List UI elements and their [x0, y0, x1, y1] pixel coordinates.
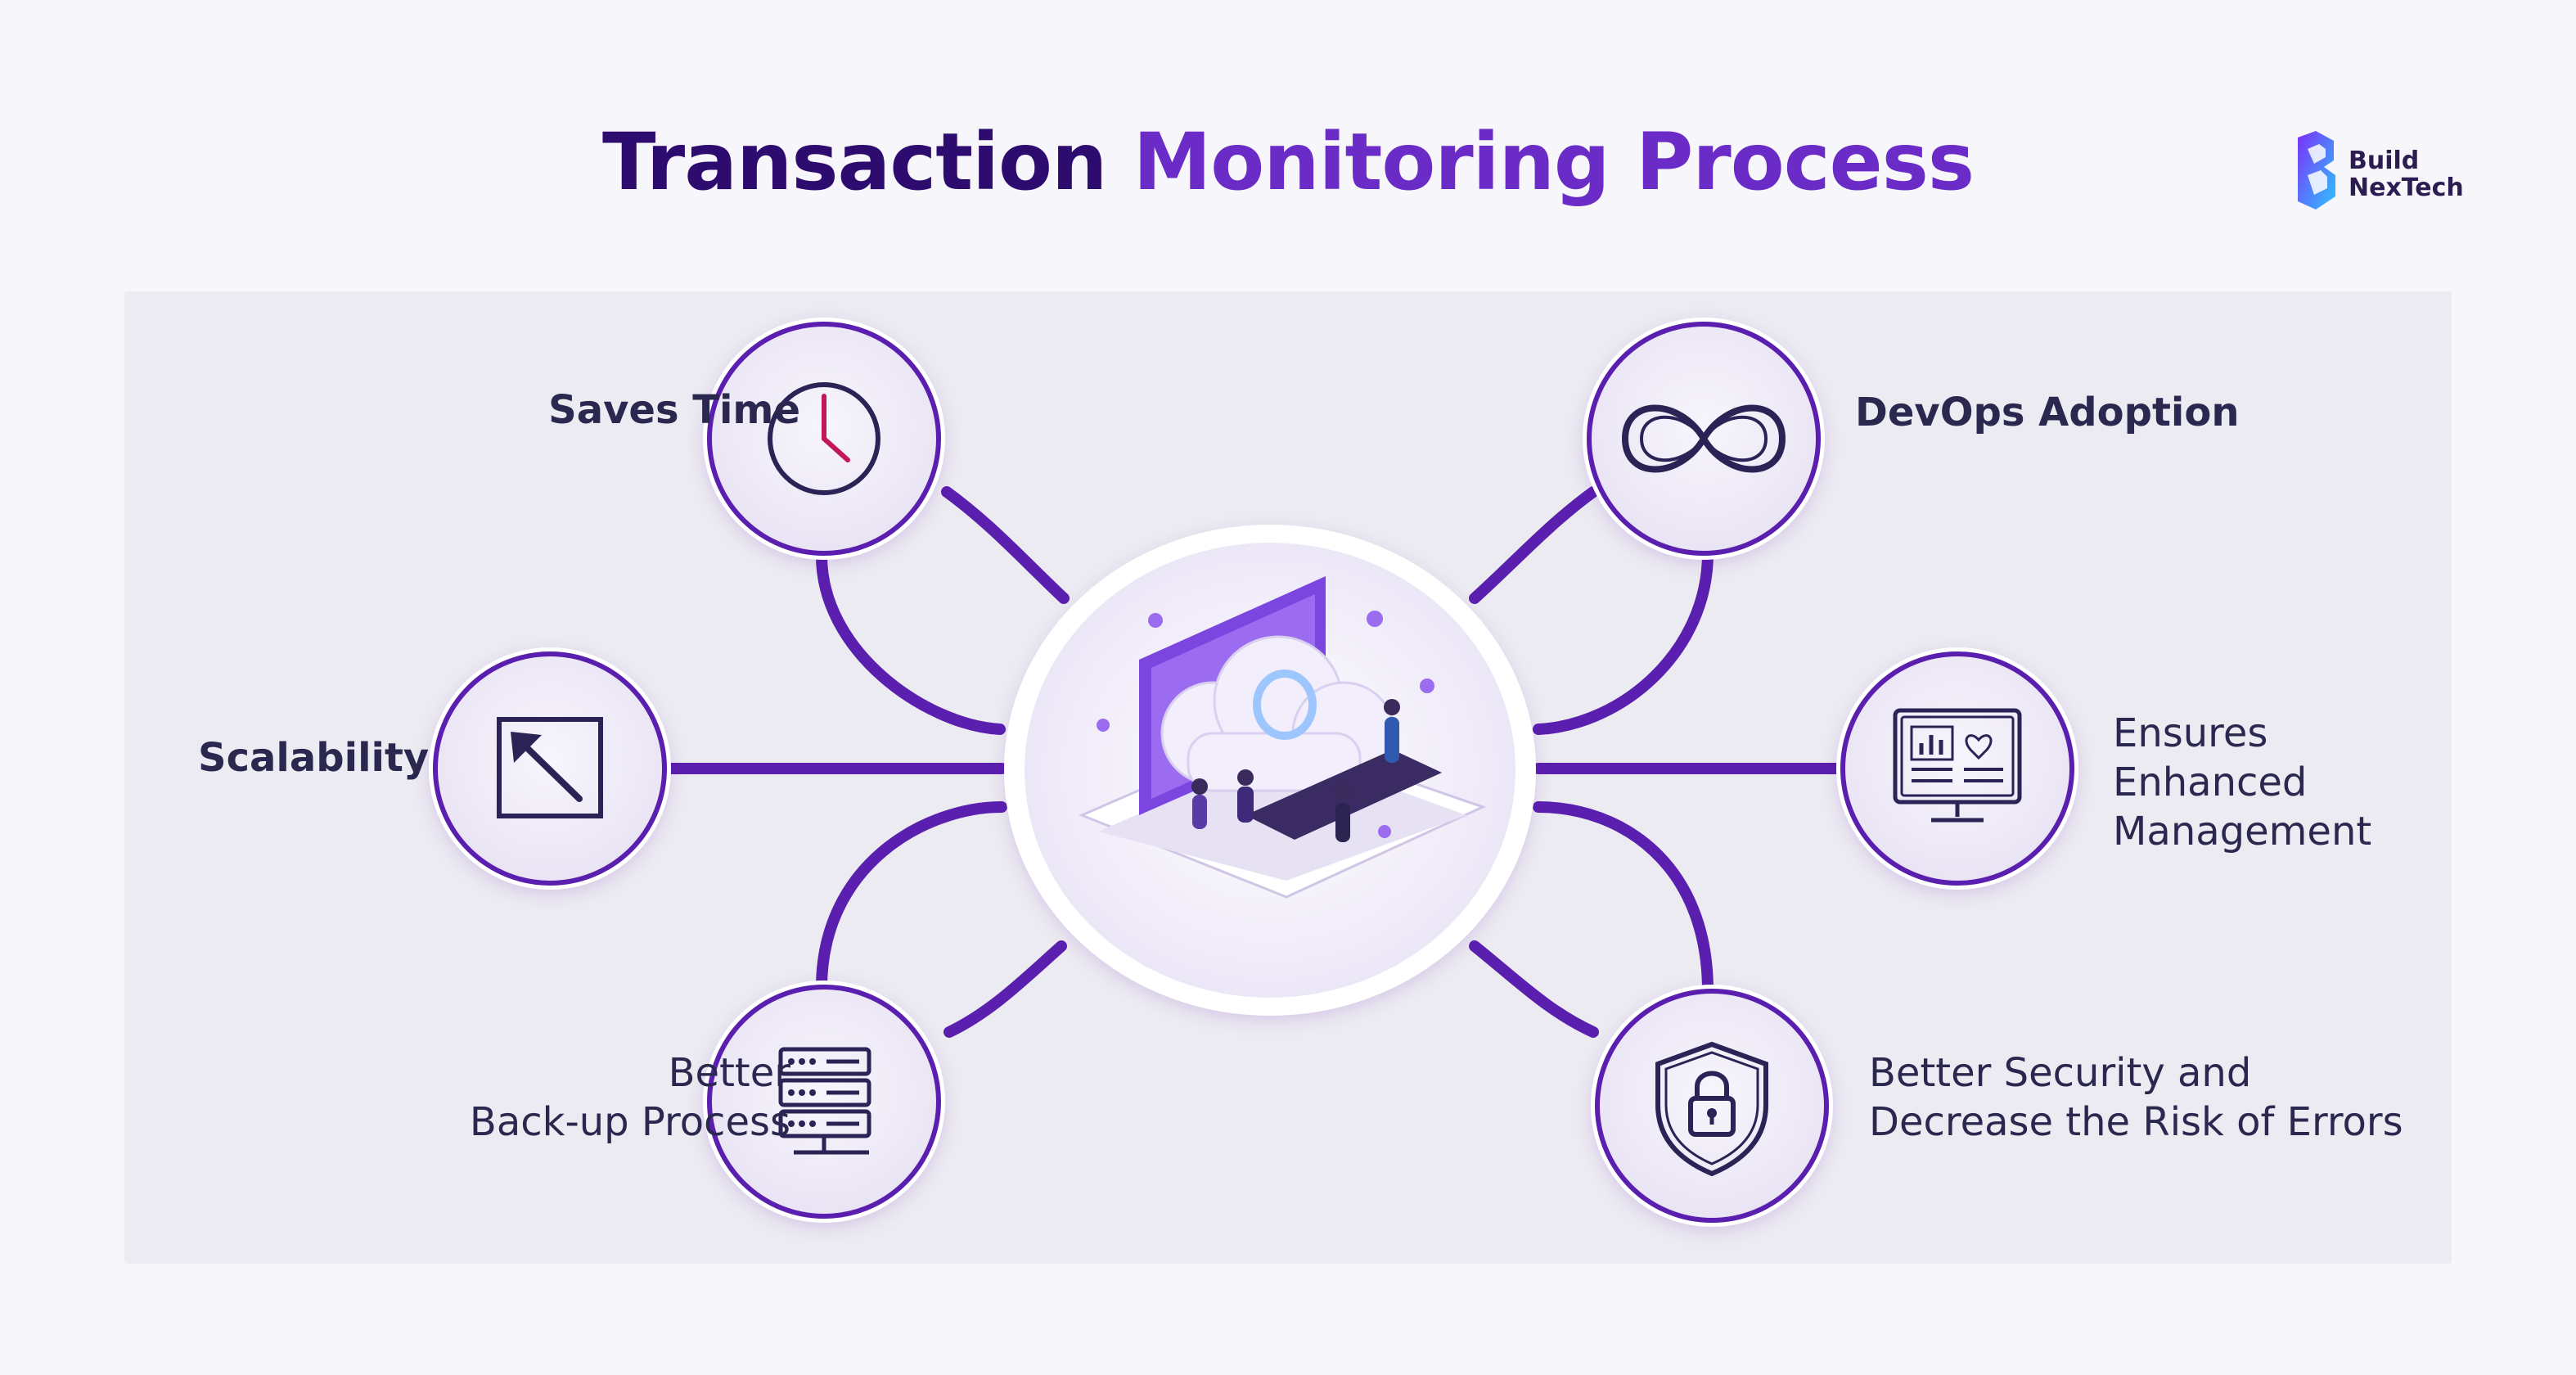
connector-saves-time-loop	[815, 548, 1006, 735]
shield-lock-icon	[1655, 1041, 1768, 1177]
diagonal-arrow-icon	[497, 717, 603, 818]
label-devops: DevOps Adoption	[1855, 388, 2240, 437]
label-line: Enhanced	[2113, 760, 2308, 805]
clock-icon	[768, 382, 880, 495]
process-diagram	[429, 318, 2078, 1227]
label-line: Management	[2113, 809, 2372, 854]
brand-logo[interactable]: Build NexTech	[2291, 131, 2479, 213]
node-scalability[interactable]	[429, 647, 671, 890]
connector-devops	[1469, 486, 1599, 604]
infinity-icon	[1621, 404, 1786, 473]
label-line: Better Security and	[1869, 1050, 2252, 1096]
label-line: DevOps Adoption	[1855, 390, 2240, 435]
node-saves-time[interactable]	[703, 318, 945, 560]
logo-line-1: Build	[2349, 147, 2420, 175]
connector-security	[1469, 940, 1599, 1038]
label-line: Better	[668, 1050, 790, 1096]
connector-saves-time	[941, 486, 1070, 604]
connector-lines	[665, 486, 1873, 1038]
center-hub	[1004, 525, 1536, 1016]
node-security[interactable]	[1591, 985, 1833, 1227]
connector-security-loop	[1533, 801, 1714, 997]
title-part-2: Monitoring Process	[1133, 116, 1975, 208]
title-part-1: Transaction	[601, 116, 1107, 208]
label-backup: Better Back-up Process	[470, 1048, 790, 1147]
label-management: Ensures Enhanced Management	[2113, 709, 2371, 856]
label-line: Saves Time	[548, 387, 800, 433]
logo-line-2: NexTech	[2349, 174, 2464, 202]
label-line: Decrease the Risk of Errors	[1869, 1099, 2403, 1145]
connector-backup-link	[943, 940, 1067, 1038]
label-security: Better Security and Decrease the Risk of…	[1869, 1048, 2403, 1147]
cloud-laptop-team-illustration	[1079, 576, 1487, 899]
label-line: Ensures	[2113, 710, 2268, 756]
connector-devops-loop	[1533, 548, 1714, 735]
label-scalability: Scalability	[198, 733, 429, 782]
build-nextech-logo-mark	[2298, 131, 2335, 210]
node-management[interactable]	[1836, 647, 2078, 890]
page-title: Transaction Monitoring Process	[0, 123, 2576, 201]
dashboard-monitor-icon	[1893, 708, 2022, 823]
label-line: Back-up Process	[469, 1099, 790, 1145]
connector-backup	[815, 801, 1007, 997]
node-backup[interactable]	[703, 981, 945, 1223]
node-devops[interactable]	[1583, 318, 1825, 560]
team-figures	[1191, 699, 1400, 842]
diagram-panel: Saves Time Scalability Better Back-up Pr…	[124, 291, 2452, 1264]
server-stack-icon	[778, 1047, 871, 1155]
label-saves-time: Saves Time	[548, 385, 800, 435]
label-line: Scalability	[198, 735, 430, 781]
